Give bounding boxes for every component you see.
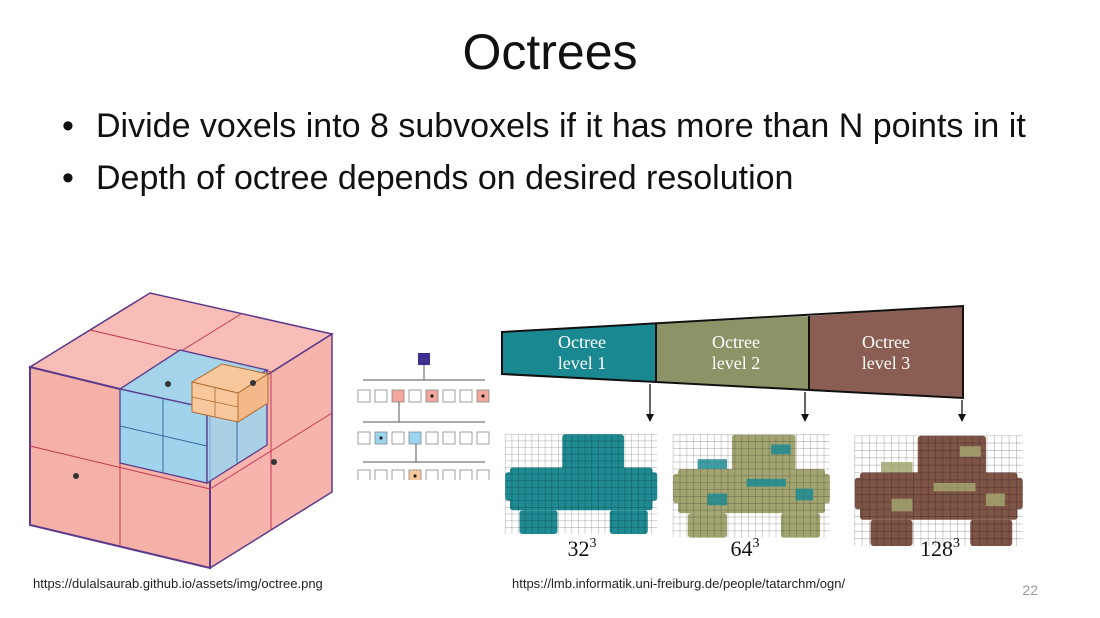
bullet-dot: • <box>62 159 74 197</box>
tree-node <box>391 431 405 445</box>
slide-title: Octrees <box>462 24 638 80</box>
octree-cube-figure <box>28 292 334 570</box>
res-label-1: 323 <box>568 536 597 561</box>
level-1-band <box>502 324 656 382</box>
res-label-2: 643 <box>731 536 760 561</box>
bullet-item: • Divide voxels into 8 subvoxels if it h… <box>60 104 1060 148</box>
voxel-car <box>672 434 830 538</box>
tree-point <box>430 394 434 398</box>
source-link-right[interactable]: https://lmb.informatik.uni-freiburg.de/p… <box>512 576 846 591</box>
voxel-car <box>504 433 658 535</box>
level-1-line2: level 1 <box>558 353 606 373</box>
tree-node <box>391 389 405 403</box>
tree-node <box>442 389 456 403</box>
tree-node <box>459 431 473 445</box>
tree-node <box>425 431 439 445</box>
res-label-3: 1283 <box>920 536 960 561</box>
tree-node <box>374 389 388 403</box>
tree-node <box>442 431 456 445</box>
tree-node <box>391 469 405 480</box>
level-1-line1: Octree <box>558 332 606 352</box>
bullet-text: Divide voxels into 8 subvoxels if it has… <box>96 107 1026 145</box>
tree-node <box>476 469 490 480</box>
octree-tree-diagram <box>357 353 490 480</box>
tree-root-node <box>418 353 430 365</box>
orange-subcube-right <box>237 373 269 423</box>
tree-node <box>459 389 473 403</box>
tree-node <box>374 469 388 480</box>
bullet-item: • Depth of octree depends on desired res… <box>60 156 1060 200</box>
bullet-list: • Divide voxels into 8 subvoxels if it h… <box>60 104 1060 208</box>
bullet-dot: • <box>62 107 74 145</box>
tree-node <box>442 469 456 480</box>
tree-node <box>425 469 439 480</box>
page-number: 22 <box>1022 582 1038 598</box>
tree-point <box>379 436 383 440</box>
level-2-band <box>656 316 809 390</box>
tree-point <box>481 394 485 398</box>
tree-node <box>357 431 371 445</box>
level-3-line1: Octree <box>862 332 910 352</box>
level-3-band <box>809 306 963 398</box>
level-2-line1: Octree <box>712 332 760 352</box>
tree-node <box>357 389 371 403</box>
source-link-left[interactable]: https://dulalsaurab.github.io/assets/img… <box>33 576 323 591</box>
tree-node <box>476 431 490 445</box>
bullet-text: Depth of octree depends on desired resol… <box>96 159 794 197</box>
tree-node <box>408 389 422 403</box>
level-2-line2: level 2 <box>712 353 760 373</box>
ogn-figure: Octree level 1 Octree level 2 Octree lev… <box>501 304 1023 561</box>
tree-point <box>413 474 417 478</box>
tree-node <box>408 431 422 445</box>
tree-node <box>357 469 371 480</box>
tree-node <box>459 469 473 480</box>
level-3-line2: level 3 <box>862 353 910 373</box>
voxel-car <box>854 435 1023 546</box>
